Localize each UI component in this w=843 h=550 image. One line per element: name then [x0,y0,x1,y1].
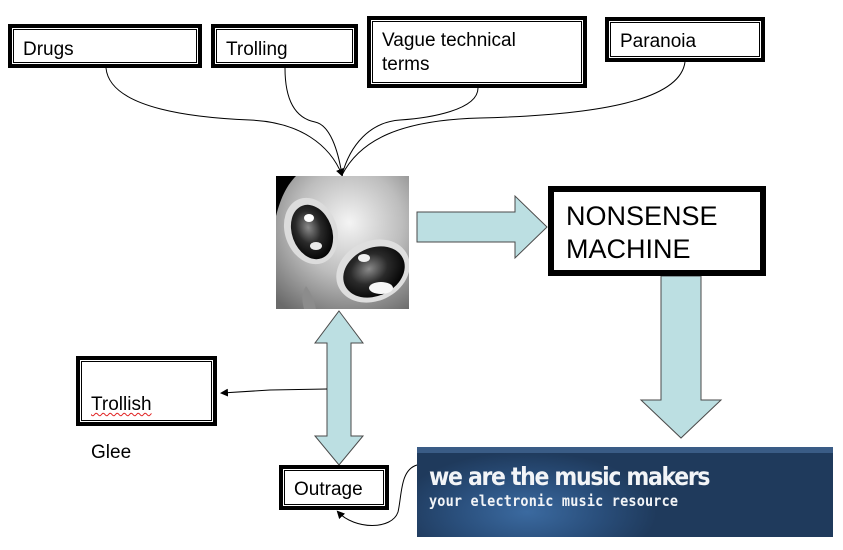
banner-subtitle: your electronic music resource [429,492,679,510]
input-label-trolling: Trolling [226,39,288,60]
reaction-label-trollish-glee: Trollish Glee [91,369,152,465]
input-box-paranoia: Paranoia [605,17,765,62]
reaction-box-outrage: Outrage [279,465,389,510]
banner-title: we are the music makers [429,462,711,491]
connector-paranoia [341,61,686,176]
trollish-word: Trollish [91,394,152,415]
connector-drugs [105,67,344,177]
input-box-vague-terms: Vague technical terms [367,16,587,88]
nonsense-machine-box: NONSENSE MACHINE [548,186,766,276]
glee-word: Glee [91,442,132,463]
music-makers-banner: we are the music makers your electronic … [417,447,833,537]
arrow-to-machine [416,194,548,260]
input-label-vague-terms: Vague technical terms [382,30,516,75]
reaction-box-trollish-glee: Trollish Glee [76,356,217,463]
input-box-trolling: Trolling [211,24,358,68]
input-label-drugs: Drugs [23,39,74,60]
banner-top-strip [417,447,833,453]
connector-trollish-glee [220,388,328,397]
double-arrow-alien-outrage [313,310,365,466]
reaction-label-outrage: Outrage [294,479,363,500]
input-box-drugs: Drugs [8,24,202,68]
connector-banner-outrage [336,464,418,526]
nonsense-machine-label: NONSENSE MACHINE [566,201,718,264]
arrow-to-banner [639,275,723,439]
input-label-paranoia: Paranoia [620,31,697,52]
connector-vague [341,87,479,176]
connector-trolling [284,67,343,176]
alien-face-image [276,176,409,309]
